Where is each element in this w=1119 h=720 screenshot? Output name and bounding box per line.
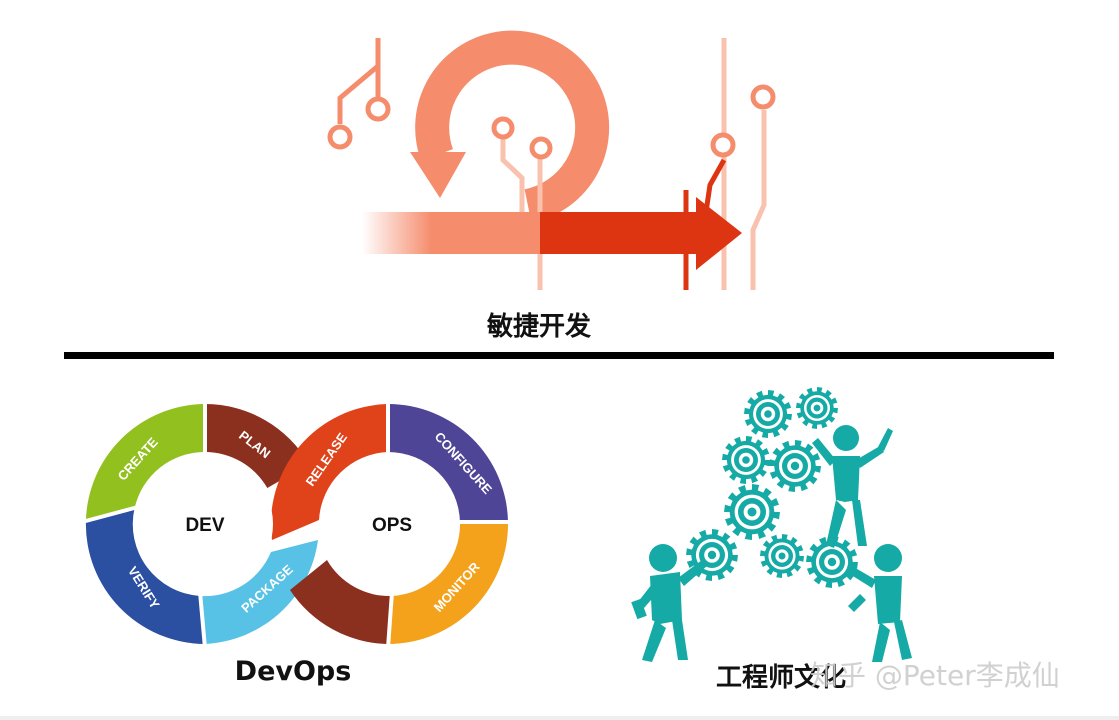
engineering-culture-title: 工程师文化 xyxy=(716,663,847,693)
agile-circuit-line xyxy=(750,110,767,290)
ops-label: OPS xyxy=(372,515,412,536)
agile-circuit-line xyxy=(337,38,381,124)
devops-infinity-loop: DEV OPS CREATE PLAN VERIFY PACKAGE RELEA… xyxy=(81,400,512,649)
agile-title: 敏捷开发 xyxy=(486,312,591,342)
engineering-gears-illustration xyxy=(631,387,912,662)
gear-ring xyxy=(707,550,717,560)
agile-circuit-node xyxy=(327,124,353,150)
worker-figure-left xyxy=(631,544,707,662)
gear-ring xyxy=(747,507,757,517)
segment-plan xyxy=(205,404,309,488)
segment-verify xyxy=(85,508,205,644)
devops-title: DevOps xyxy=(234,656,352,687)
section-divider xyxy=(64,352,1054,359)
gear-cluster xyxy=(686,387,858,588)
agile-circuit-node xyxy=(710,132,736,158)
gear-ring xyxy=(790,461,800,471)
segment-configure xyxy=(388,404,508,522)
gear-ring xyxy=(764,410,772,418)
agile-loop-arc xyxy=(415,30,610,223)
bottom-strip xyxy=(0,716,1119,720)
segment-create xyxy=(85,404,205,521)
zhihu-watermark: 知乎 @Peter李成仙 xyxy=(810,659,1060,692)
agile-illustration xyxy=(327,30,776,290)
dev-center xyxy=(137,456,273,592)
gear-ring xyxy=(778,552,786,560)
ops-center xyxy=(320,456,456,592)
segment-monitor xyxy=(388,522,509,644)
agile-circuit-node xyxy=(491,116,515,140)
agile-tail-bar xyxy=(362,212,562,254)
agile-circuit-node xyxy=(365,96,391,122)
segment-plan-return xyxy=(290,560,392,644)
gear-ring xyxy=(742,456,750,464)
gear-ring xyxy=(827,557,837,567)
agile-circuit-node xyxy=(529,136,553,160)
agile-circuit-node xyxy=(750,84,776,110)
segment-package xyxy=(200,540,318,644)
gear-ring xyxy=(813,404,821,412)
agile-circuit-line xyxy=(703,158,727,213)
dev-label: DEV xyxy=(185,515,224,536)
agile-loop-arrowhead xyxy=(410,152,466,198)
segment-release xyxy=(270,404,388,540)
worker-figure-right xyxy=(848,544,912,662)
agile-circuit-line xyxy=(500,133,525,212)
worker-figure-top xyxy=(812,425,893,548)
agile-forward-arrow xyxy=(540,197,742,270)
